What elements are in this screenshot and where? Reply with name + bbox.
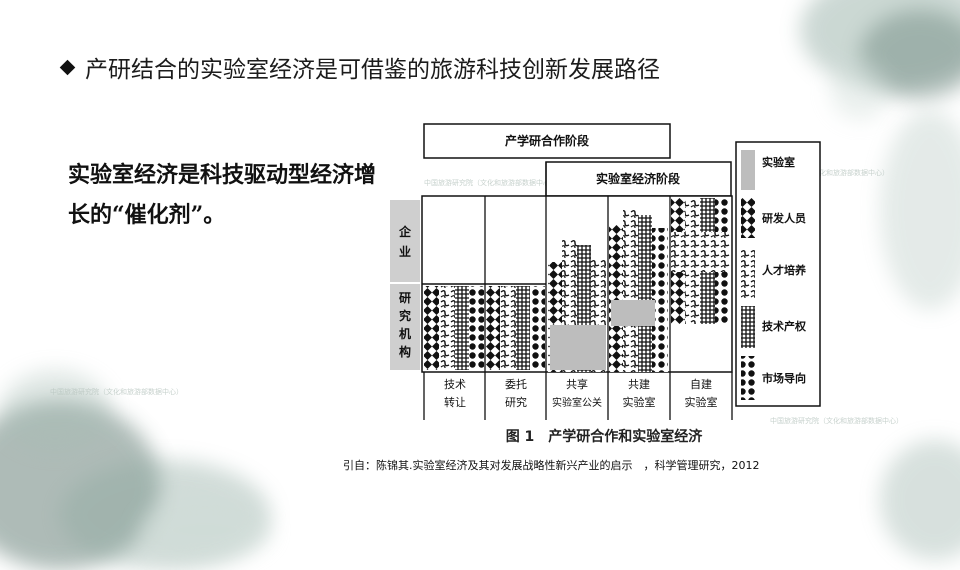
legend-label-lab: 实验室	[762, 155, 795, 169]
column-label-3b: 实验室公关	[552, 396, 602, 409]
legend-label-ip: 技术产权	[762, 319, 807, 333]
legend-swatch-lab	[741, 150, 755, 190]
watermark: 中国旅游研究院（文化和旅游部数据中心）	[50, 388, 183, 396]
column-shared-lab	[548, 240, 606, 372]
column-self-built-lab	[671, 198, 730, 324]
row-label-research-2: 究	[399, 308, 411, 323]
column-dividers	[423, 162, 733, 420]
legend-label-market: 市场导向	[762, 371, 806, 385]
column-label-5b: 实验室	[685, 395, 718, 409]
column-label-2a: 委托	[505, 377, 527, 391]
column-label-5a: 自建	[690, 377, 712, 391]
column-label-1a: 技术	[444, 378, 466, 391]
legend-swatch-researchers	[741, 198, 755, 238]
row-label-enterprise-1: 企	[398, 224, 412, 239]
figure-industry-university-research: 产学研合作阶段 实验室经济阶段 企 业 研 究 机 构	[390, 123, 821, 445]
column-tech-transfer	[424, 286, 484, 370]
row-label-research-3: 机	[399, 326, 411, 341]
column-label-4a: 共建	[628, 377, 650, 391]
column-commissioned-research	[486, 286, 545, 370]
figure-caption: 图 1 产学研合作和实验室经济	[506, 428, 704, 445]
legend-label-researchers: 研发人员	[762, 211, 806, 225]
citation: 引自：陈锦其.实验室经济及其对发展战略性新兴产业的启示 ，科学管理研究，2012	[343, 459, 760, 472]
legend: 实验室 研发人员 人才培养 技术产权 市场导向	[735, 141, 821, 407]
column-label-1b: 转让	[444, 395, 466, 409]
stage-bar-industry-university-research	[423, 123, 671, 159]
legend-swatch-market	[741, 356, 755, 400]
row-label-enterprise-2: 业	[399, 244, 411, 259]
diamond-bullet-icon	[59, 59, 76, 75]
watermark: 中国旅游研究院（文化和旅游部数据中心）	[756, 169, 889, 177]
stage-label-top: 产学研合作阶段	[505, 133, 590, 148]
legend-swatch-ip	[741, 306, 755, 348]
slide-title-text: 产研结合的实验室经济是可借鉴的旅游科技创新发展路径	[85, 57, 660, 83]
row-label-research-box	[390, 284, 420, 370]
row-label-research-1: 研	[399, 291, 411, 305]
column-label-3a: 共享	[566, 377, 588, 391]
body-text: 实验室经济是科技驱动型经济增长的“催化剂”。	[68, 162, 377, 228]
slide-title: 产研结合的实验室经济是可借鉴的旅游科技创新发展路径	[59, 50, 660, 84]
legend-swatch-talent	[741, 248, 755, 300]
column-co-built-lab	[609, 210, 668, 372]
column-label-2b: 研究	[505, 395, 527, 409]
column-label-4b: 实验室	[623, 395, 656, 409]
stage-label-second: 实验室经济阶段	[596, 171, 681, 186]
legend-label-talent: 人才培养	[762, 263, 807, 277]
row-label-research-4: 构	[399, 344, 411, 359]
row-label-enterprise-box	[390, 200, 420, 282]
watermark: 中国旅游研究院（文化和旅游部数据中心）	[424, 179, 557, 187]
watermark: 中国旅游研究院（文化和旅游部数据中心）	[770, 417, 903, 425]
